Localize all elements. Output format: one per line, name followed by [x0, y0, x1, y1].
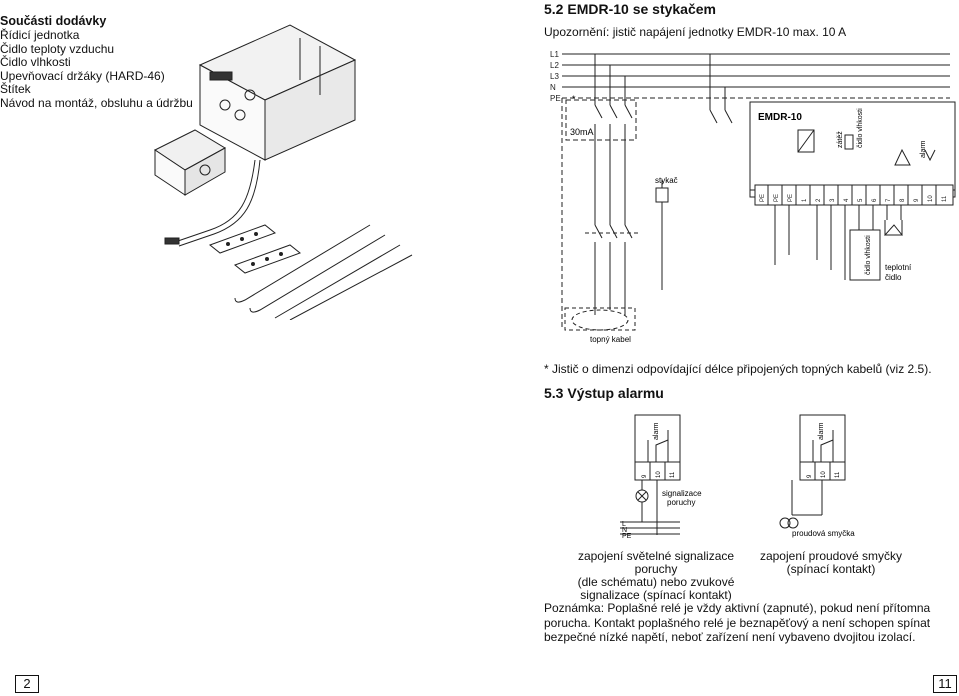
contents-list: Řídicí jednotka Čidlo teploty vzduchu Či…	[0, 28, 193, 110]
current-loop-label: proudová smyčka	[792, 529, 855, 538]
terminal-label: 3	[830, 198, 836, 202]
heating-cable-label: topný kabel	[590, 335, 631, 344]
list-item: Řídicí jednotka	[0, 28, 80, 42]
terminal-label: PE	[788, 194, 794, 202]
breaker-footnote: * Jistič o dimenzi odpovídající délce př…	[544, 362, 932, 376]
terminal-label: 8	[900, 198, 906, 202]
list-item: Upevňovací držáky (HARD-46)	[0, 68, 165, 83]
alarm-wiring-diagram: alarm alarm 9 10 11 9 10 11 signalizace …	[620, 414, 855, 540]
contents-title: Součásti dodávky	[0, 14, 107, 28]
page-number-left: 2	[15, 675, 39, 693]
terminal-10: 10	[656, 471, 662, 478]
caption-current-loop: zapojení proudové smyčky (spínací kontak…	[759, 549, 903, 576]
supply-label-n: N	[622, 527, 627, 534]
section-53-title: 5.3 Výstup alarmu	[544, 385, 664, 401]
terminal-11: 11	[835, 471, 841, 478]
list-item: Návod na montáž, obsluhu a údržbu	[0, 95, 193, 110]
warning-text: Upozornění: jistič napájení jednotky EMD…	[544, 25, 847, 39]
list-item: Čidlo vlhkosti	[0, 55, 71, 69]
list-item: Štítek	[0, 82, 31, 96]
terminal-label: 9	[914, 198, 920, 202]
load-label: zátěž	[837, 131, 844, 148]
contactor-label: stykač	[655, 176, 678, 185]
temp-sensor-label-1: teplotní	[885, 263, 912, 272]
contactor-wiring-diagram: L1 L2 L3 N PE * 30mA stykač EMDR-10 zátě…	[550, 50, 956, 344]
alarm-left-label: alarm	[653, 422, 660, 440]
rcd-label: 30mA	[570, 127, 594, 137]
line-label-l2: L2	[550, 61, 559, 70]
line-label-l3: L3	[550, 72, 559, 81]
terminal-label: 10	[928, 195, 934, 202]
terminal-9: 9	[807, 474, 813, 478]
terminal-label: 6	[872, 198, 878, 202]
product-illustration	[154, 24, 413, 320]
terminal-label: PE	[760, 194, 766, 202]
terminal-label: 11	[942, 195, 948, 202]
list-item: Čidlo teploty vzduchu	[0, 41, 115, 56]
terminal-label: PE	[774, 194, 780, 202]
alarm-relay-label: alarm	[920, 140, 927, 158]
terminal-9: 9	[642, 474, 648, 478]
section-52-title: 5.2 EMDR-10 se stykačem	[544, 1, 716, 17]
alarm-right-label: alarm	[818, 422, 825, 440]
signal-label-1: signalizace	[662, 489, 702, 498]
caption-light-signal: zapojení světelné signalizace poruchy (d…	[577, 549, 735, 602]
line-label-pe: PE	[550, 94, 561, 103]
emdr-unit-label: EMDR-10	[758, 112, 802, 123]
signal-label-2: poruchy	[667, 498, 695, 507]
terminal-label: 2	[816, 198, 822, 202]
humidity-output-label: čidlo vlhkosti	[857, 108, 864, 148]
terminal-label: 5	[858, 198, 864, 202]
terminal-label: 1	[802, 198, 808, 202]
asterisk-mark: *	[572, 94, 576, 104]
terminal-10: 10	[821, 471, 827, 478]
line-label-n: N	[550, 83, 556, 92]
supply-label-l: L	[622, 521, 626, 528]
line-label-l1: L1	[550, 50, 559, 59]
page-number-right: 11	[933, 675, 957, 693]
terminal-label: 7	[886, 198, 892, 202]
temp-sensor-label-2: čidlo	[885, 273, 902, 282]
terminal-11: 11	[670, 471, 676, 478]
humidity-sensor-label: čidlo vlhkosti	[865, 235, 872, 275]
terminal-label: 4	[844, 198, 850, 202]
supply-label-pe: PE	[622, 533, 632, 540]
alarm-relay-note: Poznámka: Poplašné relé je vždy aktivní …	[544, 601, 931, 644]
